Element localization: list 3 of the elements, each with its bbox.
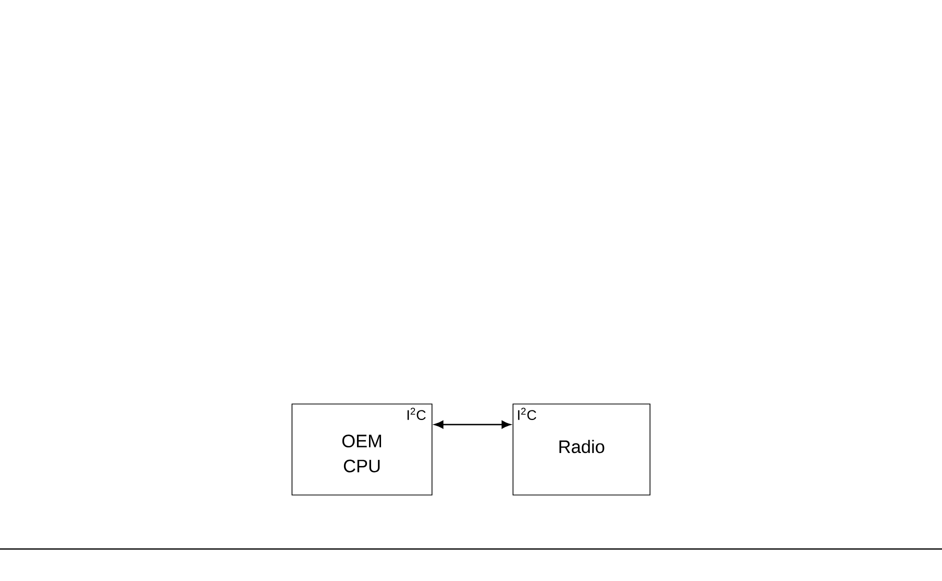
- process-box: I$^{2}$C Radio: [512, 404, 650, 496]
- process-box: I$^{2}$C OEM CPU: [292, 404, 432, 496]
- arrow: [434, 420, 511, 429]
